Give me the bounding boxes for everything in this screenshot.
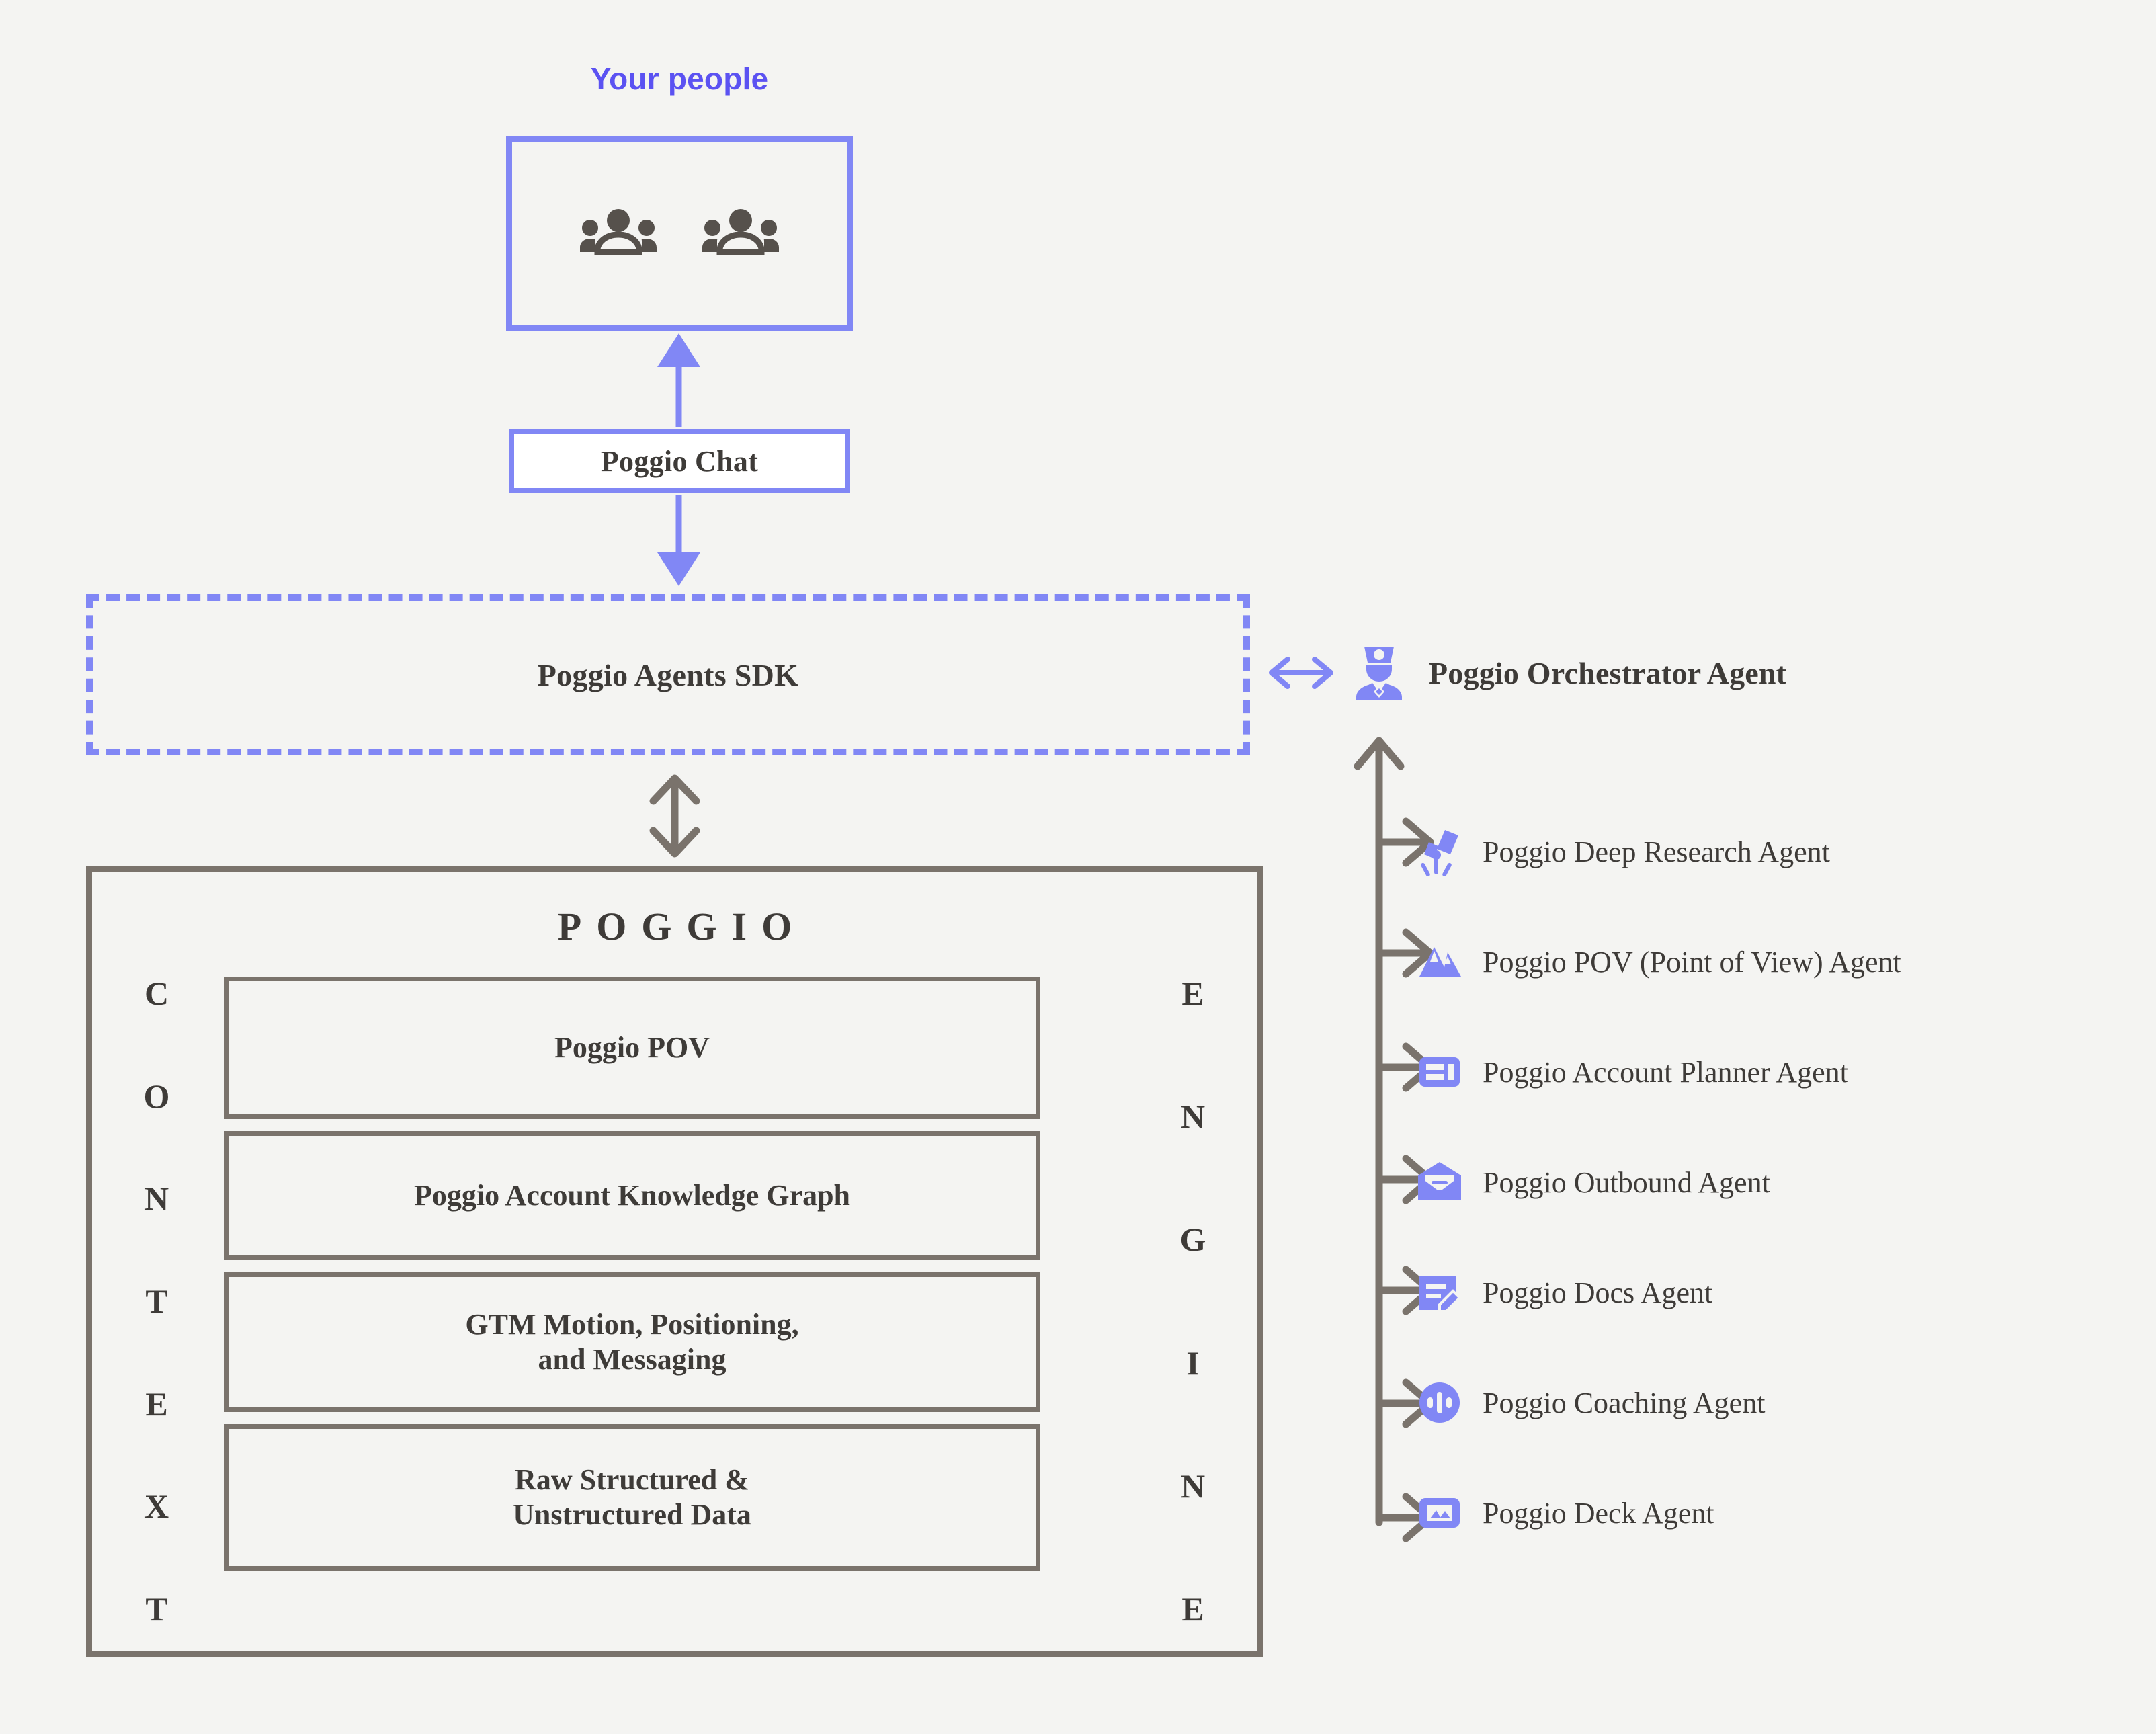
engine-letter: E xyxy=(1181,1590,1204,1628)
poggio-orchestrator-agent: Poggio Orchestrator Agent xyxy=(1263,642,1786,704)
agent-row-deep-research[interactable]: Poggio Deep Research Agent xyxy=(1415,796,2128,907)
agent-row-account-planner[interactable]: Poggio Account Planner Agent xyxy=(1415,1017,2128,1127)
agent-row-docs[interactable]: Poggio Docs Agent xyxy=(1415,1237,2128,1348)
agent-label: Poggio Outbound Agent xyxy=(1483,1165,1770,1199)
engine-letter: E xyxy=(1181,975,1204,1012)
engine-letter: N xyxy=(1180,1098,1206,1136)
poggio-chat-label: Poggio Chat xyxy=(600,444,759,478)
groups-icon xyxy=(579,206,657,260)
note-edit-icon xyxy=(1415,1268,1464,1317)
context-letter: T xyxy=(145,1590,168,1628)
agent-row-deck[interactable]: Poggio Deck Agent xyxy=(1415,1458,2128,1568)
agent-row-coaching[interactable]: Poggio Coaching Agent xyxy=(1415,1348,2128,1458)
mountains-icon xyxy=(1415,938,1464,986)
layer-account-knowledge-graph: Poggio Account Knowledge Graph xyxy=(224,1131,1040,1260)
your-people-box xyxy=(506,136,853,331)
context-letter: X xyxy=(144,1487,169,1526)
agent-list: Poggio Deep Research Agent Poggio POV (P… xyxy=(1415,796,2128,1568)
your-people-label: Your people xyxy=(590,61,769,96)
telescope-icon xyxy=(1415,827,1464,876)
context-vertical-label: C O N T E X T xyxy=(126,977,188,1626)
context-letter: T xyxy=(145,1282,168,1320)
poggio-agents-sdk-label: Poggio Agents SDK xyxy=(537,657,799,692)
agent-label: Poggio Account Planner Agent xyxy=(1483,1055,1848,1089)
poggio-chat-box[interactable]: Poggio Chat xyxy=(509,429,850,493)
poggio-context-engine-box: POGGIO C O N T E X T E N G I N E Poggio … xyxy=(86,866,1263,1657)
engine-letter: N xyxy=(1180,1467,1206,1505)
agent-label: Poggio Docs Agent xyxy=(1483,1276,1713,1309)
context-letter: E xyxy=(145,1385,168,1423)
agent-row-pov[interactable]: Poggio POV (Point of View) Agent xyxy=(1415,907,2128,1017)
agent-label: Poggio Deck Agent xyxy=(1483,1496,1714,1530)
layer-poggio-pov: Poggio POV xyxy=(224,977,1040,1119)
engine-letter: I xyxy=(1186,1344,1200,1382)
poggio-layer-stack: Poggio POV Poggio Account Knowledge Grap… xyxy=(224,977,1040,1571)
layer-raw-data: Raw Structured &Unstructured Data xyxy=(224,1424,1040,1571)
context-letter: N xyxy=(144,1180,169,1218)
double-arrow-horizontal-icon xyxy=(1263,654,1339,692)
agent-label: Poggio Coaching Agent xyxy=(1483,1386,1766,1419)
context-letter: O xyxy=(143,1077,170,1115)
engine-letter: G xyxy=(1179,1221,1206,1259)
agent-row-outbound[interactable]: Poggio Outbound Agent xyxy=(1415,1127,2128,1237)
envelope-open-icon xyxy=(1415,1158,1464,1206)
poggio-agents-sdk-box: Poggio Agents SDK xyxy=(86,594,1250,755)
engine-vertical-label: E N G I N E xyxy=(1162,977,1224,1626)
poggio-orchestrator-agent-label: Poggio Orchestrator Agent xyxy=(1429,655,1787,690)
context-letter: C xyxy=(144,975,169,1012)
audio-waveform-circle-icon xyxy=(1415,1378,1464,1427)
groups-icon xyxy=(702,206,780,260)
image-slide-icon xyxy=(1415,1489,1464,1537)
agent-label: Poggio Deep Research Agent xyxy=(1483,835,1830,868)
layer-gtm-motion: GTM Motion, Positioning,and Messaging xyxy=(224,1272,1040,1412)
layout-card-icon xyxy=(1415,1048,1464,1096)
agent-label: Poggio POV (Point of View) Agent xyxy=(1483,945,1901,979)
poggio-title: POGGIO xyxy=(557,905,807,948)
concierge-icon xyxy=(1354,644,1405,702)
